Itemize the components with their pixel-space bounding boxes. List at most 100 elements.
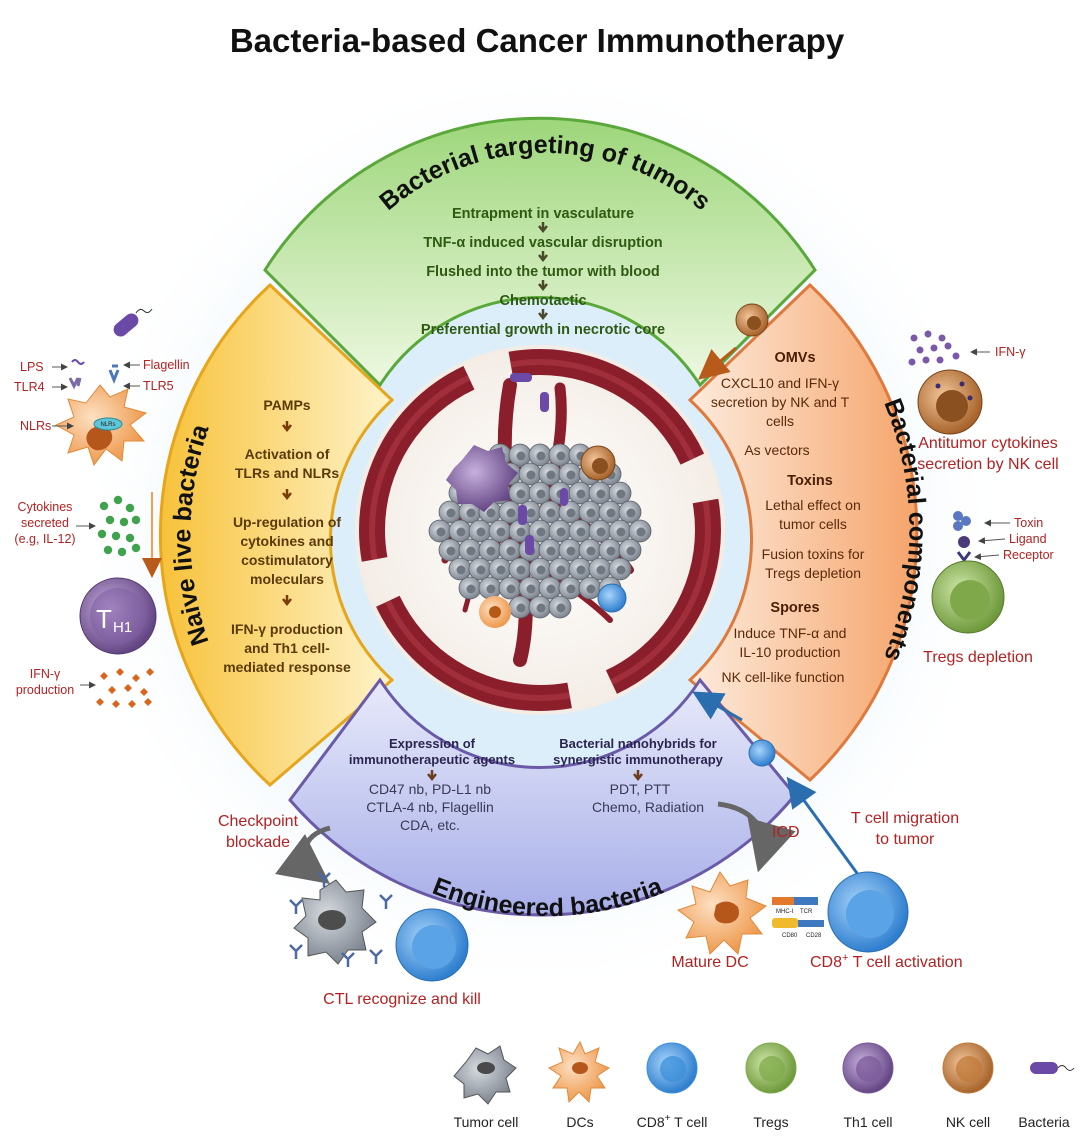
spores-line-2: IL-10 production — [739, 644, 840, 660]
tumor-cell-nucleus — [546, 470, 556, 480]
top-step-1: Entrapment in vasculature — [452, 206, 634, 222]
tumor-cell-checkpoint — [293, 879, 377, 965]
left-step-3-line-2: cytokines and — [240, 533, 333, 549]
tumor-cell-nucleus — [476, 527, 486, 537]
tumor-cell-nucleus — [436, 527, 446, 537]
tumor-cell-nucleus — [616, 527, 626, 537]
legend-item-4: Tregs — [745, 1042, 797, 1130]
ifn-gamma-dot — [924, 330, 932, 338]
tumor-cell-nucleus — [516, 489, 526, 499]
omvs-line-3: cells — [766, 413, 794, 429]
tumor-cell-nucleus — [546, 546, 556, 556]
nanohybrids-line-1: PDT, PTT — [610, 781, 671, 797]
tcell-migration-label-1: T cell migration — [851, 810, 959, 827]
antitumor-label-2: secretion by NK cell — [917, 456, 1058, 473]
tumor-cell-nucleus — [556, 603, 566, 613]
cd8-cell-ctl — [395, 908, 469, 982]
tumor-cell-icon — [453, 1045, 517, 1105]
core-th1-cell — [446, 445, 518, 512]
mature-dc-cell — [676, 871, 768, 956]
bottom-left-panel: Checkpoint blockade CTL recognize and ki… — [218, 813, 481, 1008]
ifn-gamma-dots — [908, 330, 960, 366]
tumor-cell-nucleus — [506, 584, 516, 594]
omvs-vectors: As vectors — [744, 442, 809, 458]
tumor-cell-nucleus — [626, 508, 636, 518]
treg-cell-right — [931, 560, 1005, 634]
top-step-arrow-1 — [538, 222, 548, 234]
tlr4-label: TLR4 — [14, 380, 45, 394]
tumor-cell-nucleus — [606, 508, 616, 518]
bacteria-icon-left — [113, 308, 153, 337]
ifn-particle — [96, 698, 104, 706]
tumor-cell-nucleus — [616, 489, 626, 499]
toxins-line-2: tumor cells — [779, 516, 847, 532]
tumor-cell-nucleus — [636, 527, 646, 537]
ifn-particles — [96, 668, 154, 708]
ifn-gamma-dot — [916, 346, 924, 354]
tumor-cell-nucleus — [586, 508, 596, 518]
nanohybrids-arrow — [633, 770, 643, 782]
core-dc-cell — [479, 596, 511, 628]
tumor-cell-nucleus — [496, 565, 506, 575]
tumor-cell-nucleus — [446, 546, 456, 556]
tumor-cell-nucleus — [516, 603, 526, 613]
nk-cell-bacteria-top — [735, 303, 769, 337]
ifn-particle — [128, 700, 136, 708]
migrating-cd8-cell — [748, 739, 776, 767]
omvs-line-2: secretion by NK and T — [711, 394, 850, 410]
tumor-cell-nucleus — [616, 565, 626, 575]
core-nk-cell — [580, 445, 616, 481]
left-step-arrow-2 — [282, 489, 292, 501]
tumor-cell-nucleus — [466, 508, 476, 518]
tumor-cell-nucleus — [566, 546, 576, 556]
icd-label: ICD — [772, 824, 800, 841]
expression-heading-2: immunotherapeutic agents — [349, 752, 515, 767]
ifn-particle — [144, 698, 152, 706]
tumor-cell-nucleus — [536, 603, 546, 613]
cytokine-dots — [97, 495, 141, 557]
left-step-arrow-3 — [282, 595, 292, 607]
tumor-cell-nucleus — [566, 508, 576, 518]
cytokine-dot — [113, 495, 123, 505]
ifn-gamma-dot — [944, 342, 952, 350]
tumor-cell-nucleus — [466, 546, 476, 556]
nlrs-label: NLRs — [20, 419, 51, 433]
ifn-gamma-dot — [908, 358, 916, 366]
tumor-cell-nucleus — [486, 546, 496, 556]
tlr5-label: TLR5 — [143, 379, 174, 393]
top-step-2: TNF-α induced vascular disruption — [423, 235, 662, 251]
right-text-block: OMVs CXCL10 and IFN-γ secretion by NK an… — [711, 350, 865, 685]
th1-cell-icon — [842, 1042, 894, 1094]
left-step-1-line-1: PAMPs — [263, 397, 310, 413]
legend-item-7: Bacteria — [1018, 1062, 1075, 1130]
left-step-arrow-1 — [282, 421, 292, 433]
tumor-cell-nucleus — [486, 584, 496, 594]
toxin-label: Toxin — [1014, 516, 1043, 530]
ifn-particle — [140, 688, 148, 696]
cytokines-label-1: Cytokines — [18, 500, 73, 514]
ifn-particle — [124, 684, 132, 692]
omvs-line-1: CXCL10 and IFN-γ — [721, 375, 839, 391]
treg-cell-icon — [745, 1042, 797, 1094]
ctl-label: CTL recognize and kill — [323, 991, 481, 1008]
left-step-3-line-4: moleculars — [250, 571, 324, 587]
receptor-label: Receptor — [1003, 548, 1054, 562]
ifn-gamma-dot — [936, 356, 944, 364]
ifn-particle — [116, 668, 124, 676]
tumor-cell-nucleus — [456, 565, 466, 575]
tumor-cell-nucleus — [536, 489, 546, 499]
left-step-4-line-3: mediated response — [223, 659, 351, 675]
tumor-cell-nucleus — [556, 527, 566, 537]
cytokine-dot — [119, 517, 129, 527]
toxins-heading: Toxins — [787, 473, 833, 489]
tumor-cell-nucleus — [506, 508, 516, 518]
core-bacteria — [510, 373, 568, 555]
cytokine-dot — [111, 531, 121, 541]
tumor-cell-nucleus — [476, 565, 486, 575]
expression-heading-1: Expression of — [389, 736, 476, 751]
tumor-cell-nucleus — [586, 546, 596, 556]
